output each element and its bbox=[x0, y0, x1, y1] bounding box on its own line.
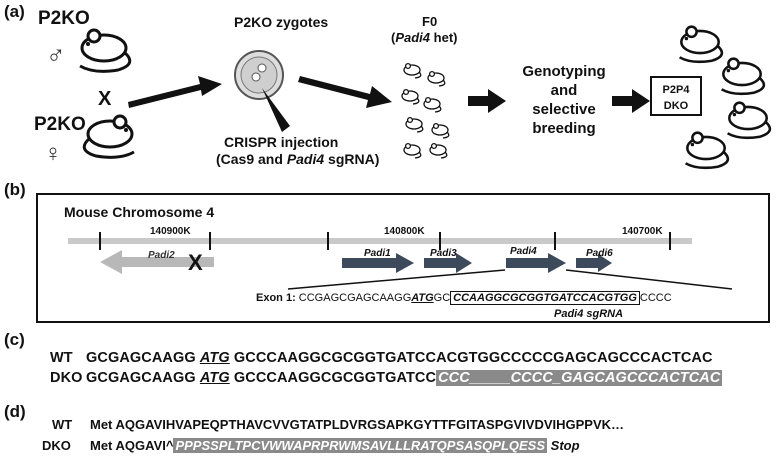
panel-d-label: (d) bbox=[4, 402, 26, 421]
f0-detail: (Padi4 het) bbox=[391, 30, 458, 45]
padi4-arrow bbox=[506, 253, 566, 273]
injection-label: CRISPR injection bbox=[224, 134, 339, 150]
chromosome-frame bbox=[36, 193, 770, 323]
parent-male-label: P2KO bbox=[38, 8, 90, 29]
parent-female-label: P2KO bbox=[34, 114, 86, 135]
injection-detail: (Cas9 and Padi4 sgRNA) bbox=[216, 151, 380, 167]
chromosome-title: Mouse Chromosome 4 bbox=[64, 204, 215, 220]
arrow-icon bbox=[468, 89, 506, 113]
gene-label-padi6: Padi6 bbox=[586, 248, 613, 259]
gene-label-padi4: Padi4 bbox=[510, 246, 537, 257]
dko-deletion-highlight: CCC_____CCCC_GAGCAGCCCACTCAC bbox=[436, 370, 723, 386]
genotyping-label: Genotyping and selective breeding bbox=[522, 63, 606, 137]
panel-b-label: (b) bbox=[4, 180, 26, 199]
tick-label: 140900K bbox=[150, 226, 191, 237]
gene-label-padi3: Padi3 bbox=[430, 248, 457, 259]
male-symbol: ♂ bbox=[46, 40, 66, 70]
sgrna-target: CCAAGGCGCGGTGATCCACGTGG bbox=[450, 291, 640, 305]
tick-label: 140800K bbox=[384, 226, 425, 237]
exon-label: Exon 1: bbox=[256, 292, 296, 304]
padi1-arrow bbox=[342, 253, 414, 273]
f0-label: F0 bbox=[422, 14, 438, 29]
panel-a-label: (a) bbox=[4, 2, 25, 21]
arrow-icon bbox=[612, 89, 650, 113]
arrow-icon bbox=[298, 76, 392, 108]
zygotes-label: P2KO zygotes bbox=[234, 14, 329, 30]
chromosome-ticks bbox=[99, 232, 671, 250]
sgrna-label: Padi4 sgRNA bbox=[554, 308, 624, 320]
gene-label-padi1: Padi1 bbox=[364, 248, 391, 259]
dko-box: P2P4 DKO bbox=[650, 76, 702, 116]
tick-label: 140700K bbox=[622, 226, 663, 237]
panel-c-label: (c) bbox=[4, 330, 25, 349]
gene-label-padi2: Padi2 bbox=[148, 250, 175, 261]
padi2-arrow bbox=[100, 250, 214, 274]
arrow-icon bbox=[128, 76, 222, 108]
frameshift-highlight: PPPSSPLTPCVWWAPRPRWMSAVLLLRATQPSASQPLQES… bbox=[173, 438, 548, 453]
cross-symbol: X bbox=[98, 88, 112, 110]
knockout-x-icon: X bbox=[188, 250, 203, 275]
chromosome-bar bbox=[68, 238, 692, 244]
injection-needle-icon bbox=[262, 88, 290, 132]
female-symbol: ♀ bbox=[44, 140, 62, 167]
padi3-arrow bbox=[424, 253, 472, 273]
padi6-arrow bbox=[576, 254, 612, 272]
zygote-icon bbox=[234, 50, 284, 100]
